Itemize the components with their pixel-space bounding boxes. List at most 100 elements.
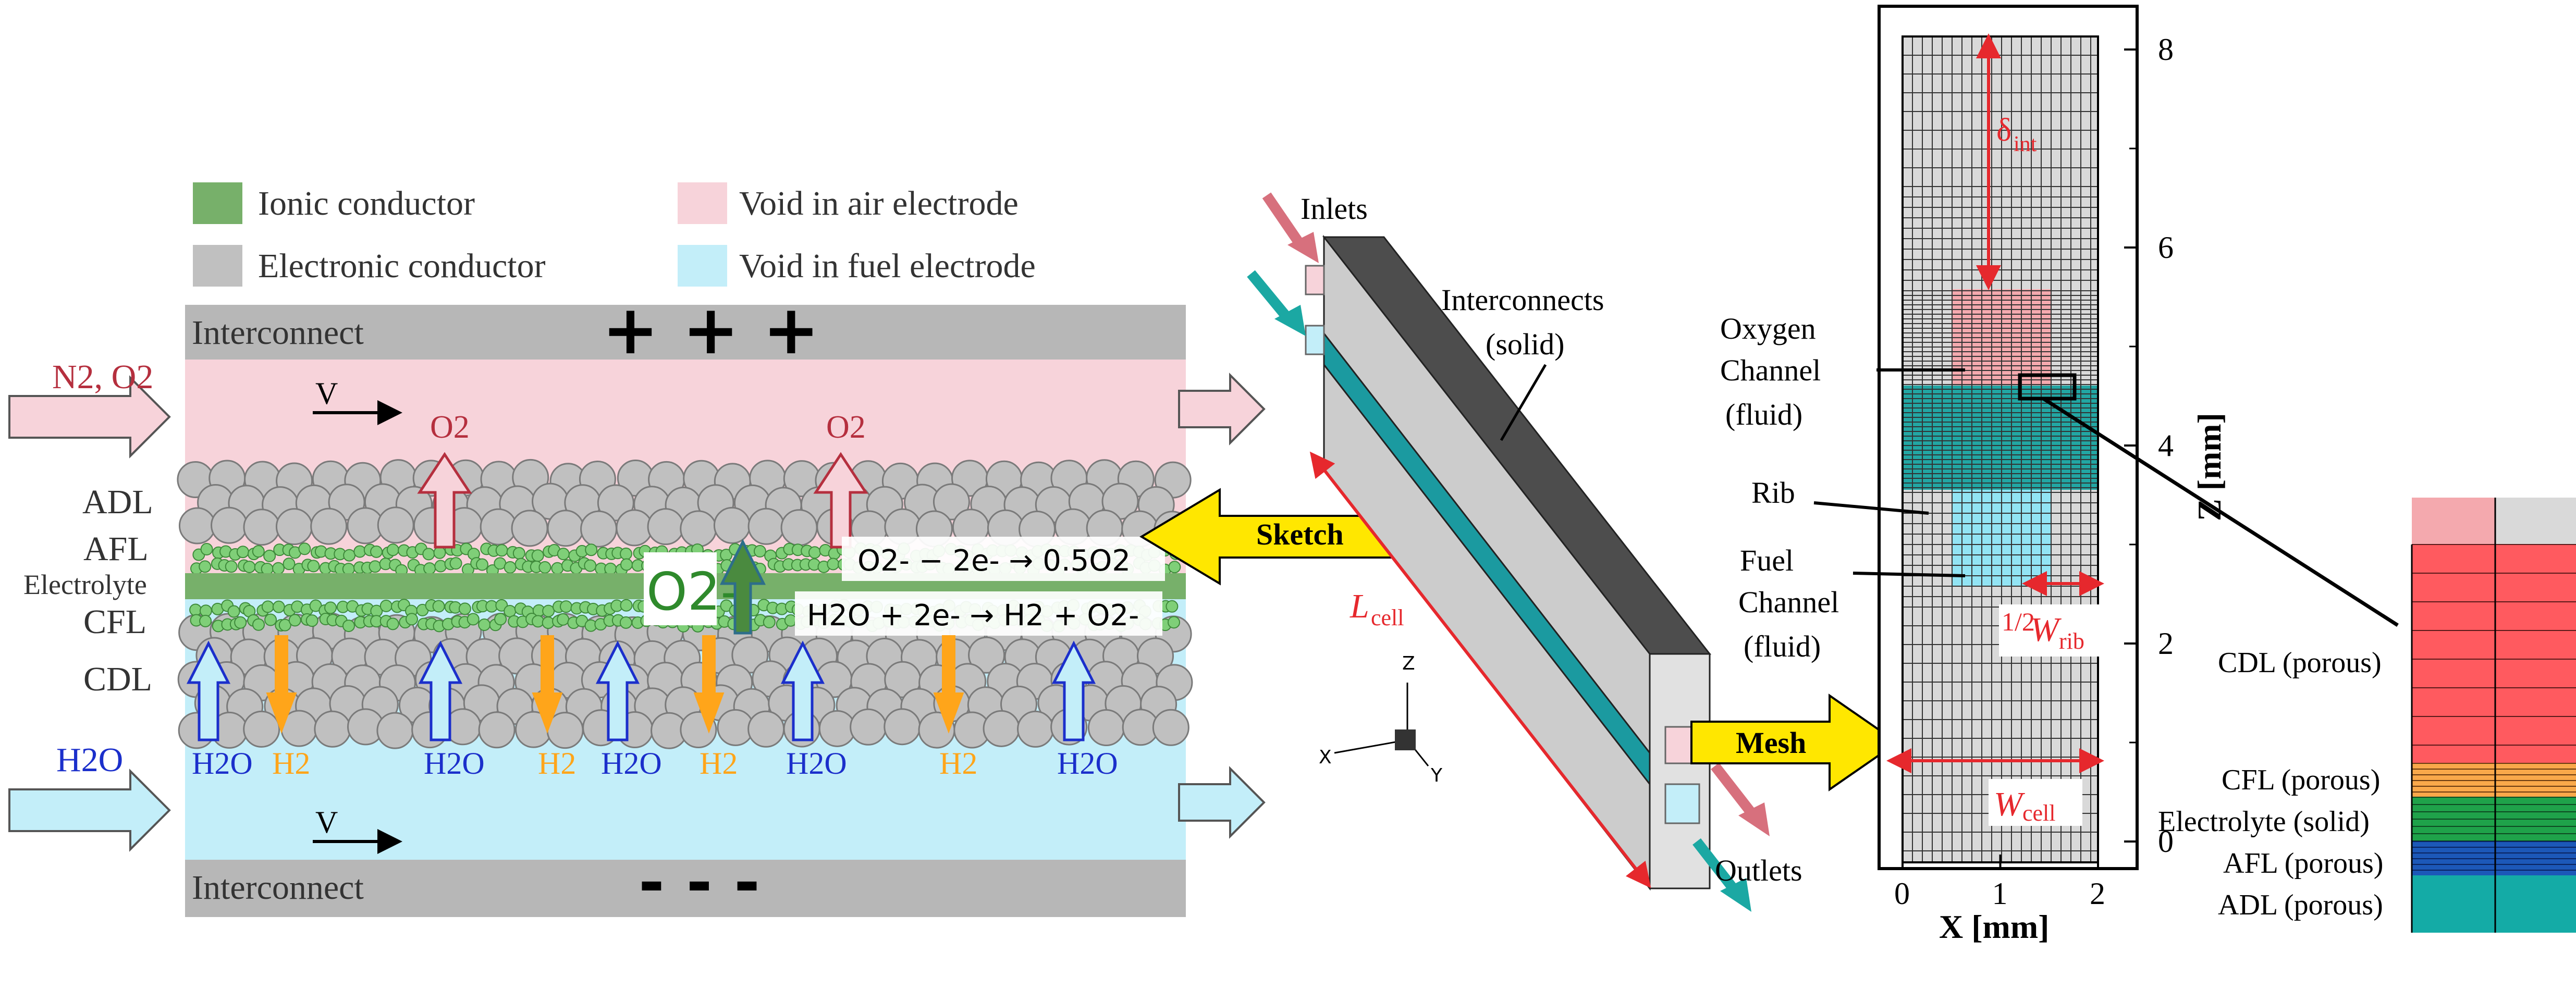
h2o-arrow: H2O (780, 640, 847, 781)
oxygen-ion-arrow (719, 539, 766, 635)
inlet-fuel-port (1305, 325, 1325, 355)
ionic-particle (261, 563, 274, 576)
legend-ionic-swatch (193, 182, 242, 224)
ionic-particle (433, 546, 446, 559)
mesh-arrow (1690, 694, 1899, 791)
electronic-particle (780, 509, 818, 547)
reaction-air-box (842, 537, 1165, 581)
electronic-particle (747, 710, 785, 748)
z-tick-label: 4 (2158, 428, 2174, 463)
legend-ionic-label: Ionic conductor (258, 184, 475, 222)
length-label: L (1350, 587, 1369, 625)
ionic-particle (495, 544, 508, 557)
ionic-particle (494, 613, 507, 626)
fuel-channel-line2: Channel (1738, 585, 1839, 619)
zoom-adl-label: ADL (porous) (2218, 889, 2383, 921)
ionic-particle (808, 546, 821, 559)
ionic-particle (467, 613, 480, 626)
w-rib-sub: rib (2059, 628, 2084, 654)
electronic-particle (850, 708, 887, 746)
electronic-particle (616, 509, 653, 547)
ionic-particle (243, 560, 256, 573)
ionic-particle (370, 545, 383, 558)
h2-label: H2 (939, 746, 977, 781)
outlet-fuel-port (1664, 783, 1700, 824)
ionic-particle (263, 549, 276, 562)
x-tick-label: 2 (2090, 876, 2105, 911)
w-rib-box (1999, 604, 2103, 657)
ionic-particle (1168, 616, 1181, 629)
electronic-particle (818, 710, 856, 747)
ionic-particle (620, 558, 633, 571)
legend-electronic-swatch (193, 245, 242, 287)
electronic-particle (178, 507, 216, 544)
label-electrolyte: Electrolyte (23, 569, 147, 600)
electronic-particle (511, 510, 548, 547)
h2o-arrow: H2O (418, 640, 485, 781)
fuel-inlet-arrow (8, 769, 171, 852)
electronic-particle (376, 712, 414, 749)
air-velocity-label: V (315, 376, 338, 411)
electronic-particle (731, 636, 769, 674)
ionic-particle (405, 613, 418, 626)
ionic-particle (353, 545, 366, 558)
ionic-particle (559, 600, 572, 613)
label-cfl: CFL (83, 603, 146, 641)
ionic-particle (343, 549, 356, 562)
electronic-particle (480, 508, 517, 546)
ionic-particle (557, 613, 570, 626)
z-axis-title: Z [mm] (2191, 413, 2228, 521)
h2-arrow: H2 (933, 635, 977, 781)
mesh-plot: δ int 1/2 W rib W cell Oxygen Channel (f… (1720, 5, 2399, 945)
h2-arrow: H2 (266, 635, 310, 781)
ionic-particle (199, 614, 212, 627)
ionic-particle (763, 615, 776, 628)
ionic-particle (542, 616, 555, 629)
plus-signs: + + + (602, 290, 819, 369)
ionic-particle (386, 617, 399, 630)
x-tick-label: 1 (1992, 876, 2008, 911)
electronic-particle (884, 708, 921, 746)
axis-triad: Z X Y (1319, 653, 1443, 786)
ionic-particle (512, 547, 525, 560)
ionic-particle (475, 558, 488, 571)
air-electrode-particles (177, 459, 1192, 548)
inlet-fuel-arrow (1247, 270, 1292, 321)
electronic-particle (377, 506, 414, 544)
length-arrow (1309, 451, 1651, 888)
electronic-particle (275, 508, 313, 546)
ionic-particle (386, 543, 399, 556)
ionic-particle (252, 545, 265, 558)
interconnects-leader (1500, 364, 1547, 441)
ionic-particle (531, 549, 544, 562)
ionic-particle (551, 562, 564, 575)
ionic-particle (604, 562, 617, 575)
h2o-label: H2O (192, 746, 253, 781)
ionic-particle (283, 558, 296, 571)
x-tick-label: 0 (1894, 876, 1910, 911)
electronic-particle (211, 506, 248, 544)
rib-leader (1813, 501, 1929, 515)
ionic-particle (434, 560, 447, 573)
oxygen-ion-label: O2- (646, 561, 739, 622)
w-rib-frac: 1/2 (2002, 607, 2035, 636)
ionic-particle (1166, 600, 1179, 613)
zoom-leader-line (2042, 397, 2399, 627)
axis-y-label: Y (1430, 765, 1443, 786)
legend-void-fuel-swatch (678, 245, 727, 287)
interconnect-top-label: Interconnect (192, 314, 364, 352)
ionic-particle (827, 558, 840, 571)
ionic-particle (753, 544, 766, 558)
interconnect-bottom-label: Interconnect (192, 869, 364, 907)
reaction-fuel-box (795, 591, 1162, 636)
ionic-particle (458, 602, 471, 615)
z-tick-label: 2 (2158, 626, 2174, 661)
ionic-particle (542, 604, 555, 617)
z-tick-label: 6 (2158, 230, 2174, 265)
ionic-particle (449, 557, 462, 570)
delta-label: δ (1996, 113, 2011, 148)
h2o-label: H2O (424, 746, 485, 781)
electronic-particle (747, 508, 785, 545)
